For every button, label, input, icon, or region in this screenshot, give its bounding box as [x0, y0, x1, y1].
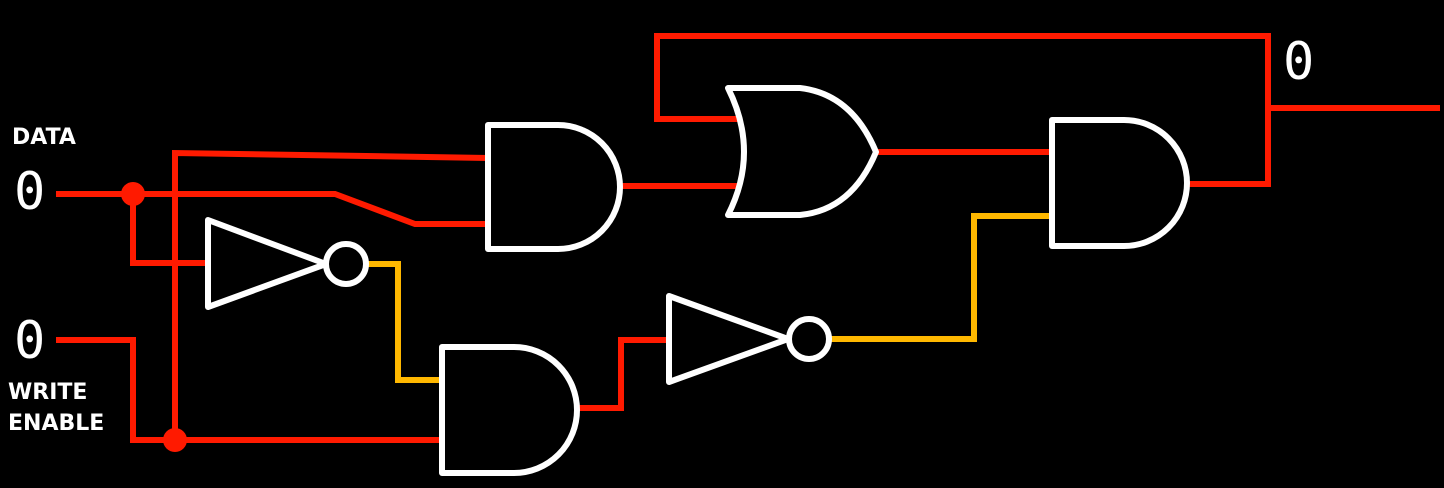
high-wires — [368, 213, 1052, 383]
write-enable-input-value: 0 — [14, 311, 46, 371]
data-input-value: 0 — [14, 162, 46, 222]
and-gate-2 — [439, 344, 580, 476]
data-input-label: DATA — [12, 125, 76, 150]
junction-write-enable — [163, 428, 187, 452]
wire-not2-to-and3 — [830, 213, 1052, 342]
and-gate-3 — [1049, 117, 1190, 249]
not-gate-2 — [666, 293, 832, 385]
not-gate-2-bubble — [786, 316, 832, 362]
wire-feedback-loop — [654, 33, 1271, 122]
not-gate-2-triangle — [666, 293, 791, 385]
wire-and3-output — [1186, 105, 1440, 187]
wire-and2-to-not2 — [578, 337, 669, 411]
output-value: 0 — [1283, 32, 1315, 92]
or-gate — [725, 85, 879, 218]
and-gate-1 — [485, 122, 623, 252]
wire-not1-to-and2 — [368, 261, 442, 383]
not-gate-1-triangle — [205, 217, 329, 310]
not-gate-1-bubble — [323, 241, 369, 287]
wire-data-to-and1 — [56, 191, 488, 227]
low-wires — [56, 33, 1440, 443]
junction-data — [121, 182, 145, 206]
write-enable-input-label: WRITE ENABLE — [8, 380, 105, 436]
wire-data-to-not1 — [130, 194, 208, 266]
wire-we-to-and1 — [172, 149, 489, 440]
not-gate-1 — [205, 217, 369, 310]
wire-we-to-and2 — [56, 337, 442, 443]
